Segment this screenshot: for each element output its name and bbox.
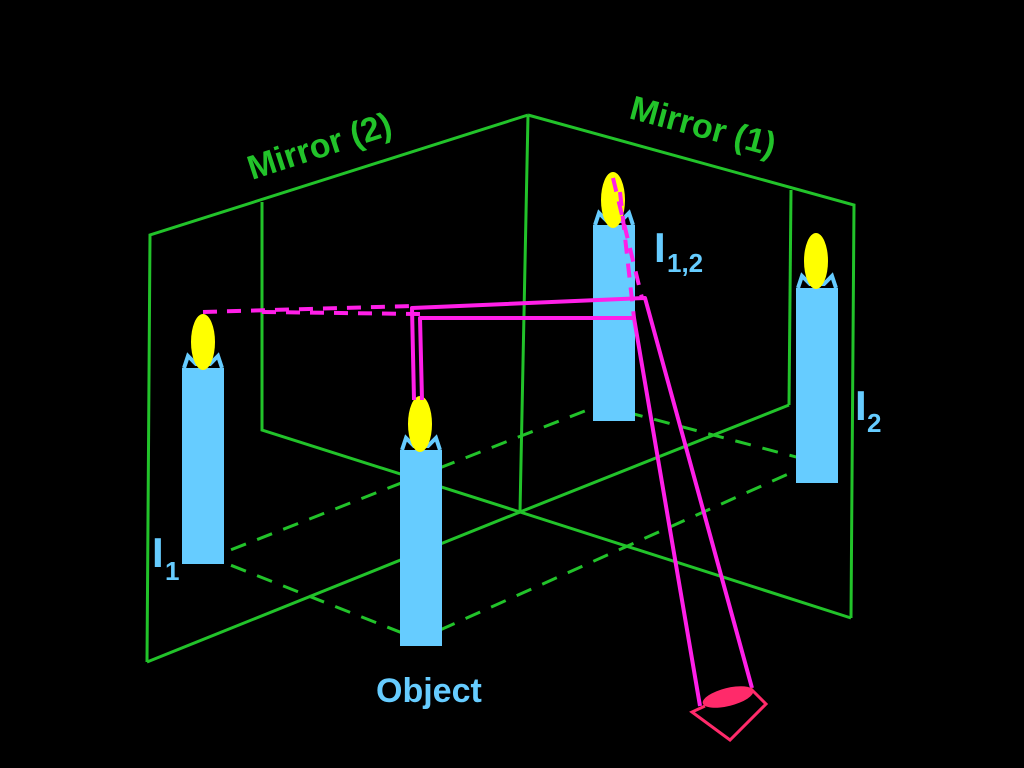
flame-icon: [601, 172, 625, 228]
mirror-2-outer-frame: [145, 113, 529, 663]
candle-image-12: [593, 172, 635, 421]
candle-image-2: [796, 233, 838, 483]
flame-icon: [191, 314, 215, 370]
mirror-2-label: Mirror (2): [243, 105, 397, 187]
candle-object: [400, 396, 442, 646]
mirror-1-outer-frame: [527, 113, 856, 619]
image-12-label: I 1,2: [654, 224, 703, 278]
light-rays: [410, 296, 754, 707]
eye-lens: [702, 686, 754, 708]
mirror-1-panel: [146, 113, 856, 664]
image-12-label-sub: 1,2: [667, 248, 703, 278]
flame-icon: [408, 396, 432, 452]
floor-dashed-lines: [204, 403, 816, 642]
image-12-label-main: I: [654, 224, 666, 271]
floor-front-edge-right: [519, 510, 852, 620]
virtual-rays: [202, 177, 644, 319]
candle-body: [400, 450, 442, 646]
mirror-1-label: Mirror (1): [626, 89, 780, 164]
eye-outline: [689, 686, 769, 742]
mirror-2-inner-frame: [260, 202, 521, 514]
image-2-label-sub: 2: [867, 408, 881, 438]
ray-path-b: [418, 316, 702, 707]
candle-image-1: [182, 314, 224, 564]
ray-path-a: [410, 296, 754, 689]
image-1-label-sub: 1: [165, 556, 179, 586]
candle-body: [593, 225, 635, 421]
virtual-ray-to-image12-a: [611, 177, 644, 299]
dash-image1-to-object: [204, 553, 421, 642]
eye-icon: [689, 686, 769, 742]
virtual-ray-to-image12-b: [618, 191, 636, 319]
object-label: Object: [376, 672, 482, 710]
dash-image12-to-image2: [599, 403, 816, 464]
virtual-ray-to-image1-a: [202, 304, 413, 314]
image-2-label-main: I: [855, 382, 867, 429]
mirror-1-inner-edge: [787, 189, 793, 406]
candle-body: [796, 288, 838, 483]
image-1-label-main: I: [152, 529, 164, 576]
flame-icon: [804, 233, 828, 289]
floor-front-edge-left: [146, 510, 521, 664]
virtual-ray-to-image1-b: [261, 310, 421, 316]
dash-image1-to-right: [204, 403, 601, 562]
dash-object-to-image2: [439, 460, 816, 632]
image-2-label: I 2: [855, 382, 881, 438]
image-1-label: I 1: [152, 529, 179, 586]
candle-body: [182, 368, 224, 564]
